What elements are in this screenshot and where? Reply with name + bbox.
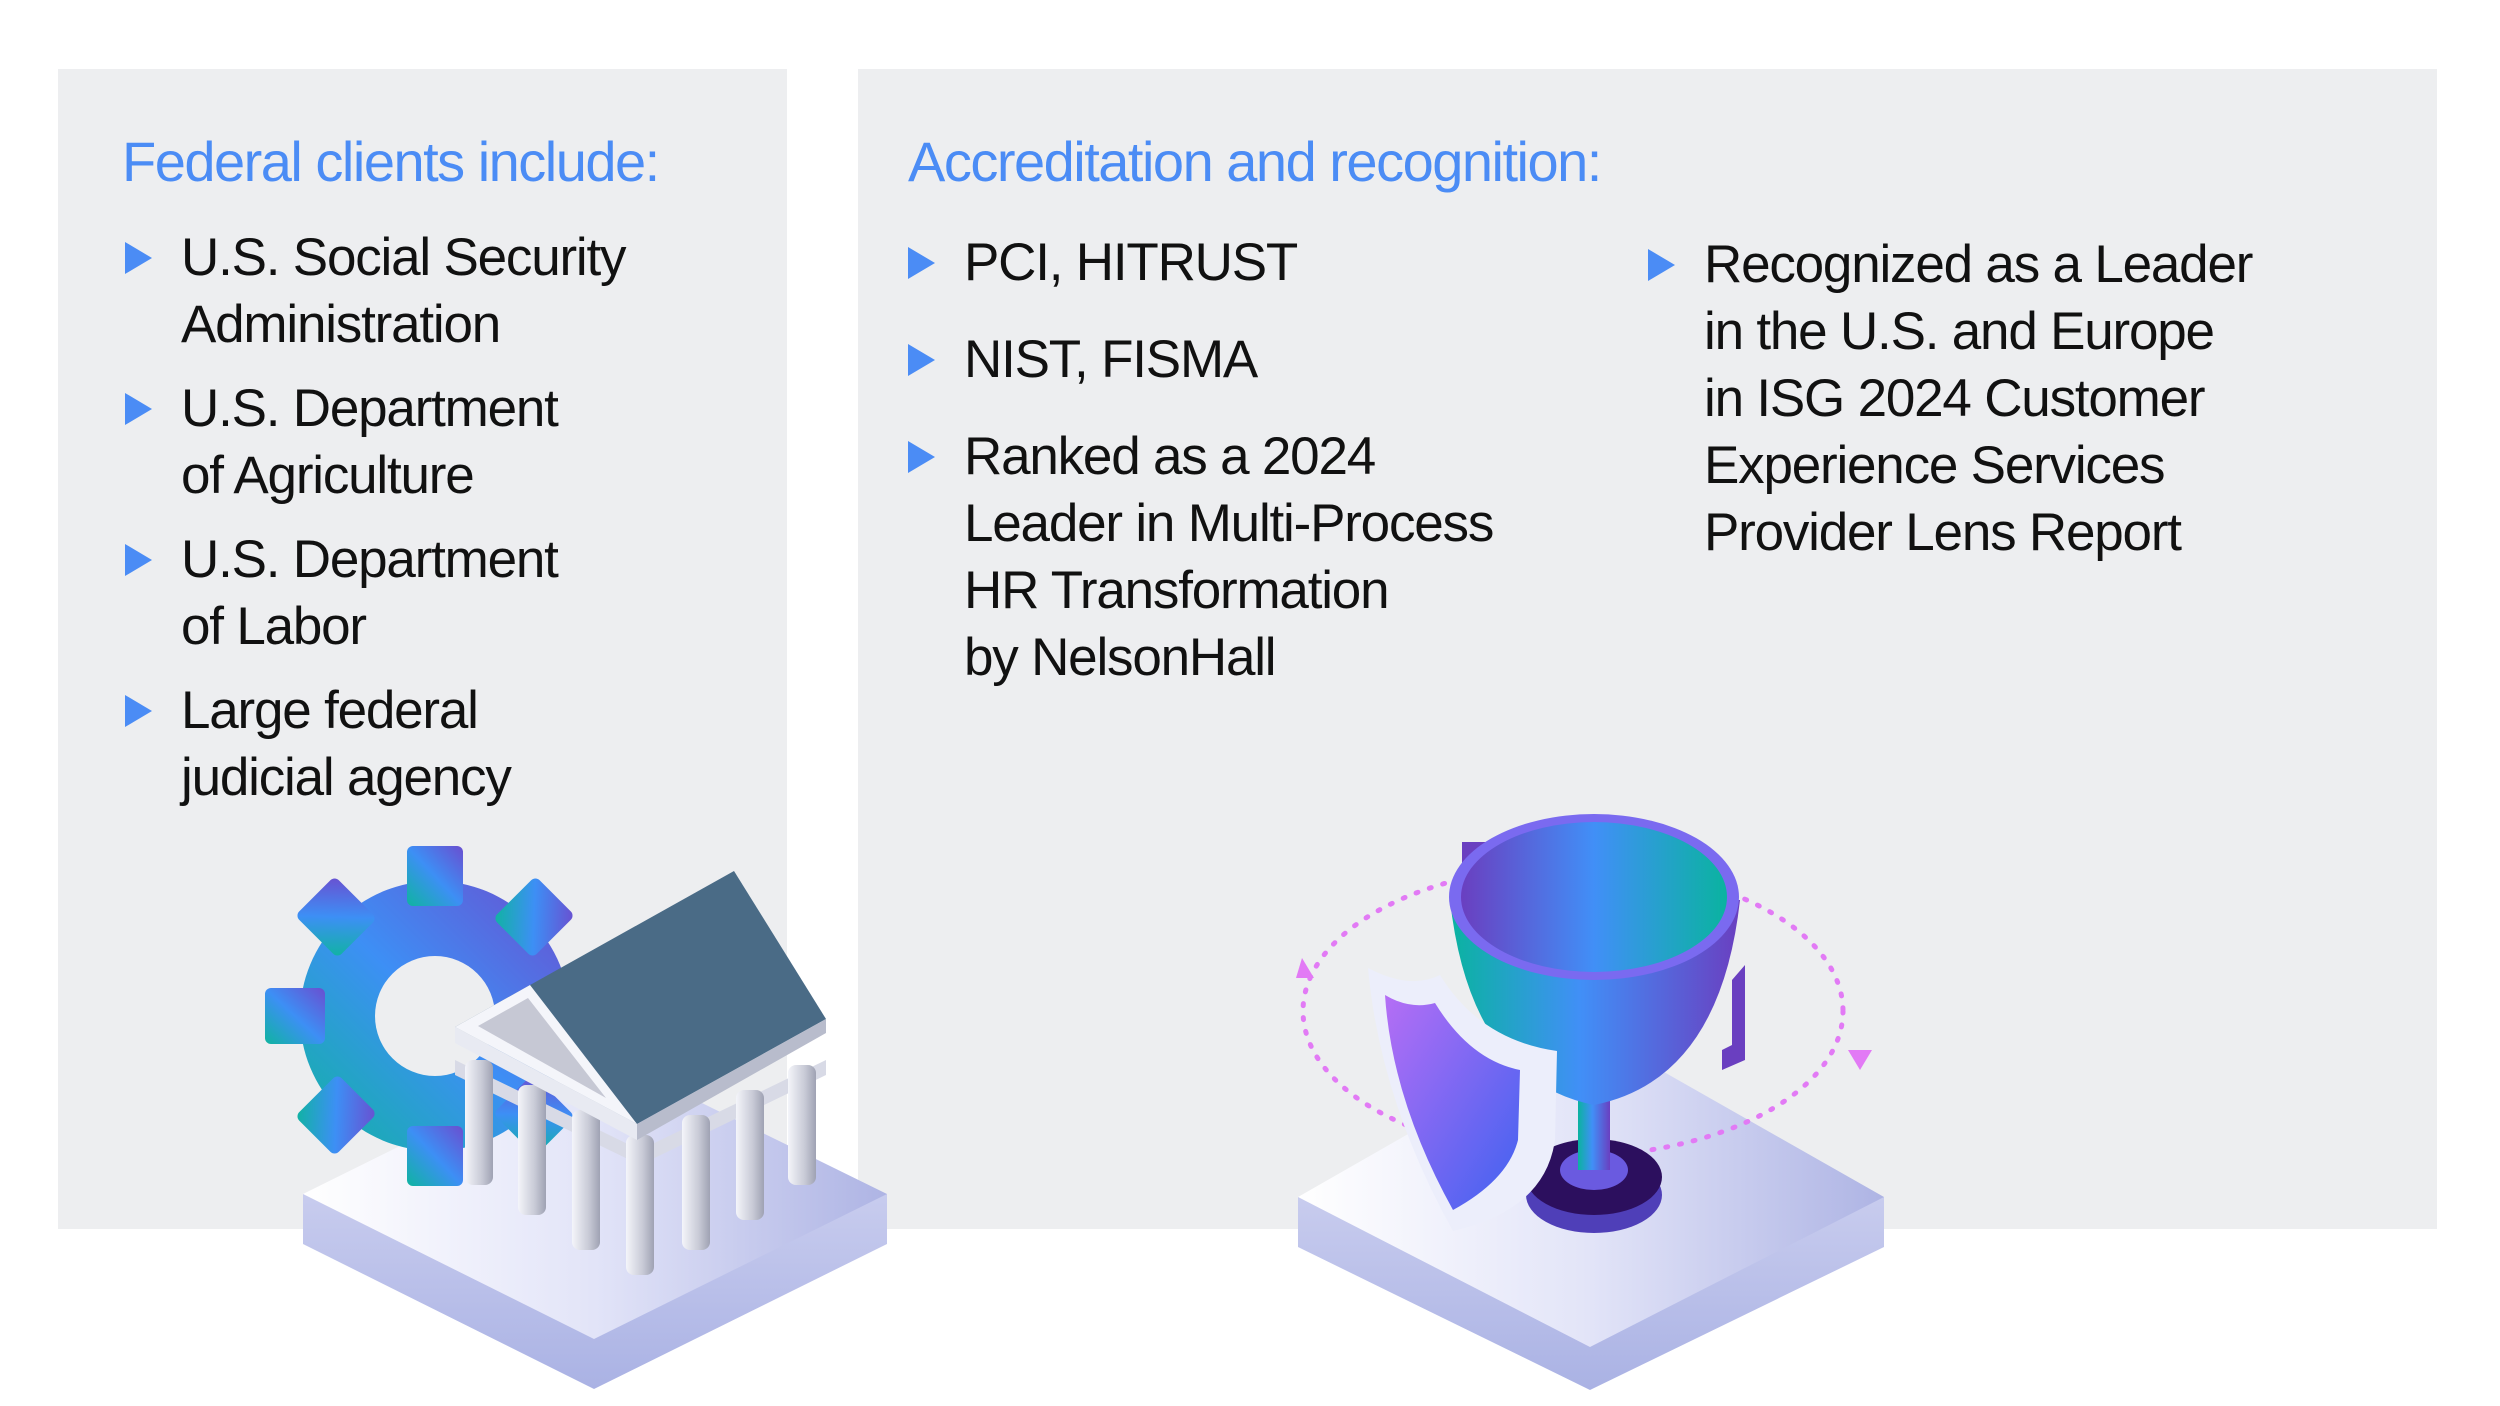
list-item: Large federal judicial agency bbox=[125, 677, 625, 811]
bullet-triangle-icon bbox=[125, 544, 152, 576]
bullet-triangle-icon bbox=[908, 247, 935, 279]
list-item: NIST, FISMA bbox=[908, 326, 1493, 393]
list-item: Ranked as a 2024 Leader in Multi-Process… bbox=[908, 423, 1494, 691]
list-item: U.S. Social Security Administration bbox=[125, 224, 627, 358]
list-item: U.S. Department of Agriculture bbox=[125, 375, 625, 509]
list-item: PCI, HITRUST bbox=[908, 229, 1493, 296]
bullet-triangle-icon bbox=[125, 393, 152, 425]
federal-clients-heading: Federal clients include: bbox=[122, 130, 660, 193]
list-item: Recognized as a Leader in the U.S. and E… bbox=[1648, 231, 2253, 566]
accreditation-list-1: PCI, HITRUST NIST, FISMA Ranked as a 202… bbox=[908, 229, 1494, 721]
bullet-triangle-icon bbox=[125, 695, 152, 727]
federal-clients-list: U.S. Social Security Administration U.S.… bbox=[125, 224, 627, 828]
list-item: U.S. Department of Labor bbox=[125, 526, 625, 660]
bullet-triangle-icon bbox=[908, 441, 935, 473]
accreditation-list-2: Recognized as a Leader in the U.S. and E… bbox=[1648, 231, 2253, 566]
accreditation-heading: Accreditation and recognition: bbox=[908, 130, 1602, 193]
bullet-triangle-icon bbox=[1648, 249, 1675, 281]
bullet-triangle-icon bbox=[125, 242, 152, 274]
bullet-triangle-icon bbox=[908, 344, 935, 376]
